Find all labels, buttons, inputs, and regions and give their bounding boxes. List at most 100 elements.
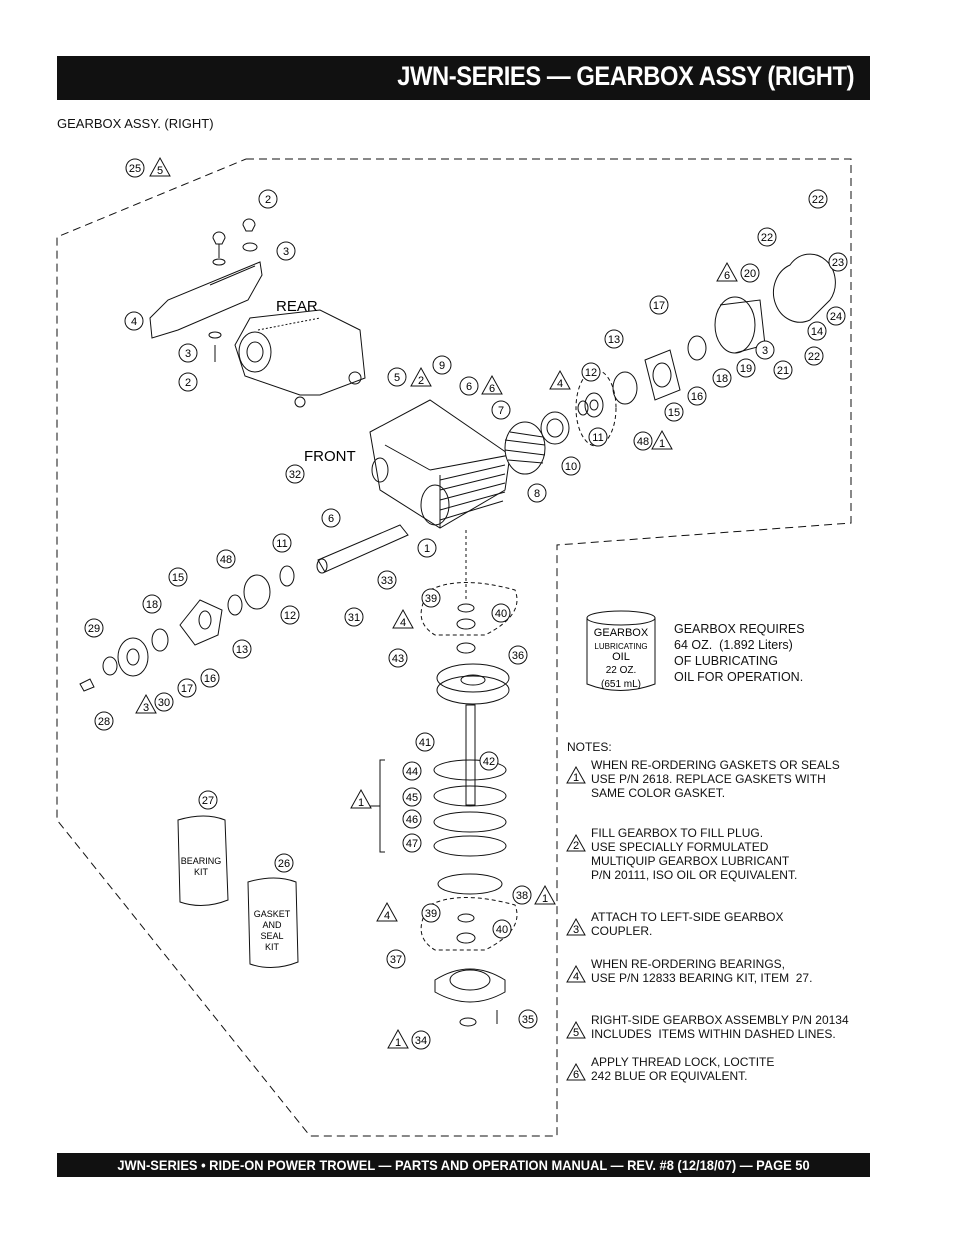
callout-number: 31 bbox=[348, 612, 360, 624]
note-number-5: 5 bbox=[566, 1020, 586, 1039]
callout-number: 6 bbox=[328, 513, 334, 525]
page-header: JWN-SERIES — GEARBOX ASSY (RIGHT) bbox=[57, 56, 870, 100]
callout-36: 36 bbox=[508, 645, 528, 665]
callout-number: 23 bbox=[832, 257, 844, 269]
callout-26: 26 bbox=[274, 853, 294, 873]
callout-number: 29 bbox=[88, 623, 100, 635]
svg-text:4: 4 bbox=[400, 617, 406, 629]
note-triangle-4: 4 bbox=[392, 608, 414, 629]
callout-22: 22 bbox=[757, 227, 777, 247]
svg-text:AND: AND bbox=[262, 920, 282, 930]
callout-18: 18 bbox=[712, 368, 732, 388]
callout-12: 12 bbox=[280, 605, 300, 625]
bearing-kit-bag bbox=[177, 815, 229, 906]
callout-number: 3 bbox=[185, 348, 191, 360]
note-triangle-4: 4 bbox=[549, 369, 571, 390]
callout-2: 2 bbox=[258, 189, 278, 209]
note-number-6: 6 bbox=[566, 1062, 586, 1081]
callout-number: 44 bbox=[406, 766, 418, 778]
callout-15: 15 bbox=[664, 402, 684, 422]
callout-number: 3 bbox=[283, 246, 289, 258]
bottom-cover-37 bbox=[434, 968, 506, 1003]
note-triangle-1: 1 bbox=[350, 788, 372, 809]
svg-text:GEARBOX: GEARBOX bbox=[594, 627, 649, 639]
note-triangle-5: 5 bbox=[149, 156, 171, 177]
callout-number: 4 bbox=[131, 316, 137, 328]
callout-number: 42 bbox=[483, 756, 495, 768]
callout-42: 42 bbox=[479, 751, 499, 771]
svg-text:2: 2 bbox=[573, 840, 579, 852]
callout-2: 2 bbox=[178, 372, 198, 392]
callout-46: 46 bbox=[402, 809, 422, 829]
input-shaft bbox=[317, 524, 409, 573]
note-text: RIGHT-SIDE GEARBOX ASSEMBLY P/N 20134 IN… bbox=[591, 1013, 849, 1041]
callout-21: 21 bbox=[773, 360, 793, 380]
callout-6: 6 bbox=[459, 376, 479, 396]
gasket-kit-bag bbox=[247, 877, 299, 968]
callout-number: 24 bbox=[830, 311, 842, 323]
callout-31: 31 bbox=[344, 607, 364, 627]
callout-20: 20 bbox=[740, 263, 760, 283]
callout-22: 22 bbox=[808, 189, 828, 209]
callout-3: 3 bbox=[755, 340, 775, 360]
callout-44: 44 bbox=[402, 761, 422, 781]
callout-13: 13 bbox=[604, 329, 624, 349]
callout-number: 10 bbox=[565, 461, 577, 473]
callout-37: 37 bbox=[386, 949, 406, 969]
callout-number: 21 bbox=[777, 365, 789, 377]
callout-16: 16 bbox=[200, 668, 220, 688]
gear-43 bbox=[436, 663, 510, 693]
callout-29: 29 bbox=[84, 618, 104, 638]
callout-number: 18 bbox=[146, 599, 158, 611]
callout-number: 32 bbox=[289, 469, 301, 481]
callout-39: 39 bbox=[421, 903, 441, 923]
callout-number: 33 bbox=[381, 575, 393, 587]
callout-number: 46 bbox=[406, 814, 418, 826]
callout-7: 7 bbox=[491, 400, 511, 420]
callout-9: 9 bbox=[432, 355, 452, 375]
svg-text:LUBRICATING: LUBRICATING bbox=[594, 642, 647, 651]
callout-23: 23 bbox=[828, 252, 848, 272]
callout-11: 11 bbox=[272, 533, 292, 553]
callout-number: 17 bbox=[181, 683, 193, 695]
page-title: JWN-SERIES — GEARBOX ASSY (RIGHT) bbox=[397, 61, 854, 91]
flange-15-left bbox=[179, 599, 223, 646]
callout-11: 11 bbox=[588, 427, 608, 447]
note-triangle-3: 3 bbox=[135, 693, 157, 714]
callout-16: 16 bbox=[687, 386, 707, 406]
note-number-2: 2 bbox=[566, 833, 586, 852]
note-text: WHEN RE-ORDERING BEARINGS, USE P/N 12833… bbox=[591, 957, 813, 985]
callout-1: 1 bbox=[417, 538, 437, 558]
svg-text:6: 6 bbox=[489, 383, 495, 395]
svg-text:(651 mL): (651 mL) bbox=[601, 679, 641, 690]
callout-number: 28 bbox=[98, 716, 110, 728]
callout-number: 14 bbox=[811, 326, 823, 338]
worm-gear bbox=[504, 421, 546, 475]
callout-47: 47 bbox=[402, 833, 422, 853]
note-number-1: 1 bbox=[566, 765, 586, 784]
callout-number: 5 bbox=[394, 372, 400, 384]
callout-4: 4 bbox=[124, 311, 144, 331]
callout-number: 16 bbox=[204, 673, 216, 685]
svg-text:SEAL: SEAL bbox=[260, 931, 283, 941]
svg-text:22 OZ.: 22 OZ. bbox=[606, 665, 637, 676]
end-cap-19 bbox=[714, 296, 756, 354]
svg-text:5: 5 bbox=[573, 1027, 579, 1039]
rear-housing bbox=[234, 309, 366, 396]
callout-24: 24 bbox=[826, 306, 846, 326]
callout-number: 12 bbox=[284, 610, 296, 622]
callout-3: 3 bbox=[178, 343, 198, 363]
callout-number: 16 bbox=[691, 391, 703, 403]
svg-text:1: 1 bbox=[395, 1037, 401, 1049]
footer-text: JWN-SERIES • RIDE-ON POWER TROWEL — PART… bbox=[117, 1157, 810, 1173]
callout-43: 43 bbox=[388, 648, 408, 668]
callout-45: 45 bbox=[402, 787, 422, 807]
callout-number: 30 bbox=[158, 697, 170, 709]
callout-number: 47 bbox=[406, 838, 418, 850]
callout-17: 17 bbox=[177, 678, 197, 698]
callout-number: 40 bbox=[496, 924, 508, 936]
diagram-subtitle: GEARBOX ASSY. (RIGHT) bbox=[57, 116, 214, 131]
callout-10: 10 bbox=[561, 456, 581, 476]
note-triangle-6: 6 bbox=[716, 261, 738, 282]
callout-38: 38 bbox=[512, 885, 532, 905]
